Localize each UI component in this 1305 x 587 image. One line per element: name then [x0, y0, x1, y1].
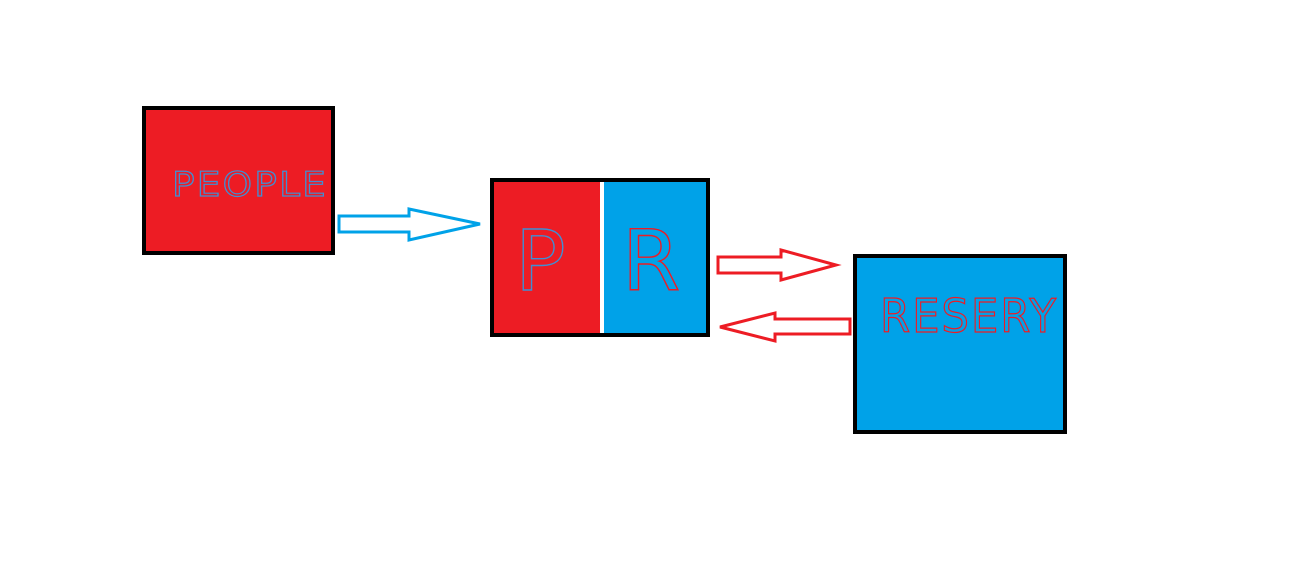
resery-label: RESERY [880, 289, 1058, 343]
people-label: PEOPLE [172, 165, 328, 205]
pr-left-half [492, 180, 602, 335]
pr-box-border [490, 178, 710, 337]
people-node: PEOPLE [142, 106, 335, 255]
people-box [142, 106, 335, 255]
arrow-people-to-pr [337, 207, 481, 242]
arrow-pr-to-resery [716, 248, 842, 282]
pr-node: P R [490, 178, 710, 337]
resery-node: RESERY [853, 254, 1067, 434]
arrow-resery-to-pr [719, 311, 852, 343]
pr-right-half [602, 180, 708, 335]
pr-right-label: R [622, 212, 682, 310]
pr-left-label: P [515, 212, 568, 310]
resery-box [853, 254, 1067, 434]
